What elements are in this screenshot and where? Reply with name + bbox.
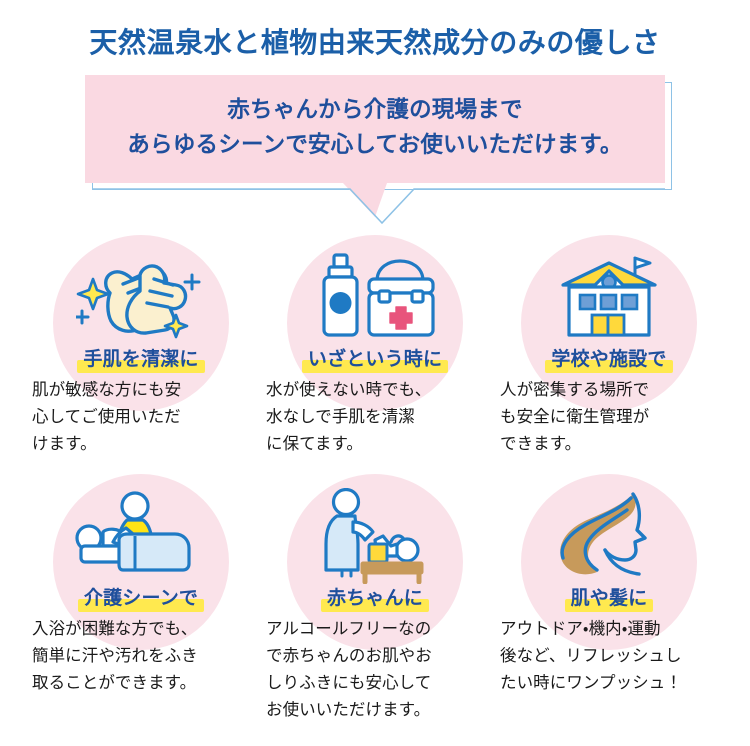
card-label: 赤ちゃんに <box>321 586 429 613</box>
card-label: 手肌を清潔に <box>77 347 205 374</box>
card-circle-background <box>521 473 697 650</box>
body-line: 心してご使用いただ <box>32 407 181 427</box>
body-line: アルコールフリーなの <box>266 619 432 639</box>
card-body-text: 水が使えない時でも、 水なしで手肌を清潔 に保てます。 <box>264 377 486 457</box>
benefit-card-grid: 手肌を清潔に 肌が敏感な方にも安 心してご使用いただ けます。 <box>30 234 720 724</box>
body-line: 人が密集する場所で <box>500 380 650 400</box>
washing-hands-icon <box>30 235 252 347</box>
body-line: 後など、リフレッシュし <box>500 646 682 666</box>
body-line: けます。 <box>32 433 97 453</box>
benefit-card: 学校や施設で 人が密集する場所で も安全に衛生管理が できます。 <box>498 234 720 458</box>
benefit-card: 手肌を清潔に 肌が敏感な方にも安 心してご使用いただ けます。 <box>30 234 252 458</box>
card-label-text: 肌や髪に <box>570 586 648 609</box>
school-building-icon <box>498 235 720 347</box>
card-label-text: いざという時に <box>307 347 443 370</box>
body-line: できます。 <box>500 433 582 453</box>
card-label-text: 学校や施設で <box>551 347 667 370</box>
body-line: しりふきにも安心して <box>266 672 432 692</box>
body-line: 肌が敏感な方にも安 <box>32 380 182 400</box>
page-title: 天然温泉水と植物由来天然成分のみの優しさ <box>89 26 661 59</box>
card-body-text: アルコールフリーなの で赤ちゃんのお肌やお しりふきにも安心して お使いいただけ… <box>264 616 486 723</box>
woman-hair-profile-icon <box>498 474 720 586</box>
body-line: アウトドア・機内・運動 <box>500 619 661 639</box>
card-label: 肌や髪に <box>564 586 654 613</box>
bubble-line-2: あらゆるシーンで安心してお使いいただけます。 <box>127 131 623 158</box>
body-line: お使いいただけます。 <box>266 699 431 719</box>
caregiving-bed-icon <box>30 474 252 586</box>
bubble-tail <box>85 182 665 225</box>
body-line: 入浴が困難な方でも、 <box>32 619 198 639</box>
card-body-text: 入浴が困難な方でも、 簡単に汗や汚れをふき 取ることができます。 <box>30 616 252 696</box>
bubble-line-1: 赤ちゃんから介護の現場まで <box>227 96 523 123</box>
card-label-text: 手肌を清潔に <box>83 347 199 370</box>
bubble-body: 赤ちゃんから介護の現場まで あらゆるシーンで安心してお使いいただけます。 <box>85 74 665 183</box>
card-label: いざという時に <box>301 347 449 374</box>
body-line: に保てます。 <box>266 433 364 453</box>
card-label: 学校や施設で <box>545 347 673 374</box>
card-label-text: 赤ちゃんに <box>327 586 423 609</box>
card-label: 介護シーンで <box>77 586 205 613</box>
benefit-card: いざという時に 水が使えない時でも、 水なしで手肌を清潔 に保てます。 <box>264 234 486 458</box>
body-line: も安全に衛生管理が <box>500 407 650 427</box>
body-line: たい時にワンプッシュ！ <box>500 672 682 692</box>
card-body-text: 人が密集する場所で も安全に衛生管理が できます。 <box>498 377 720 457</box>
card-label-text: 介護シーンで <box>83 586 199 609</box>
body-line: 取ることができます。 <box>32 672 197 692</box>
benefit-card: 赤ちゃんに アルコールフリーなの で赤ちゃんのお肌やお しりふきにも安心して お… <box>264 473 486 724</box>
body-line: 水なしで手肌を清潔 <box>266 407 415 427</box>
benefit-card: 介護シーンで 入浴が困難な方でも、 簡単に汗や汚れをふき 取ることができます。 <box>30 473 252 724</box>
benefit-card: 肌や髪に アウトドア・機内・運動 後など、リフレッシュし たい時にワンプッシュ！ <box>498 473 720 724</box>
card-body-text: アウトドア・機内・運動 後など、リフレッシュし たい時にワンプッシュ！ <box>498 616 720 696</box>
baby-changing-icon <box>264 474 486 586</box>
body-line: 水が使えない時でも、 <box>266 380 432 400</box>
body-line: で赤ちゃんのお肌やお <box>266 646 432 666</box>
callout-bubble: 赤ちゃんから介護の現場まで あらゆるシーンで安心してお使いいただけます。 <box>85 74 672 190</box>
card-body-text: 肌が敏感な方にも安 心してご使用いただ けます。 <box>30 377 252 457</box>
body-line: 簡単に汗や汚れをふき <box>32 646 198 666</box>
first-aid-kit-icon <box>264 235 486 347</box>
